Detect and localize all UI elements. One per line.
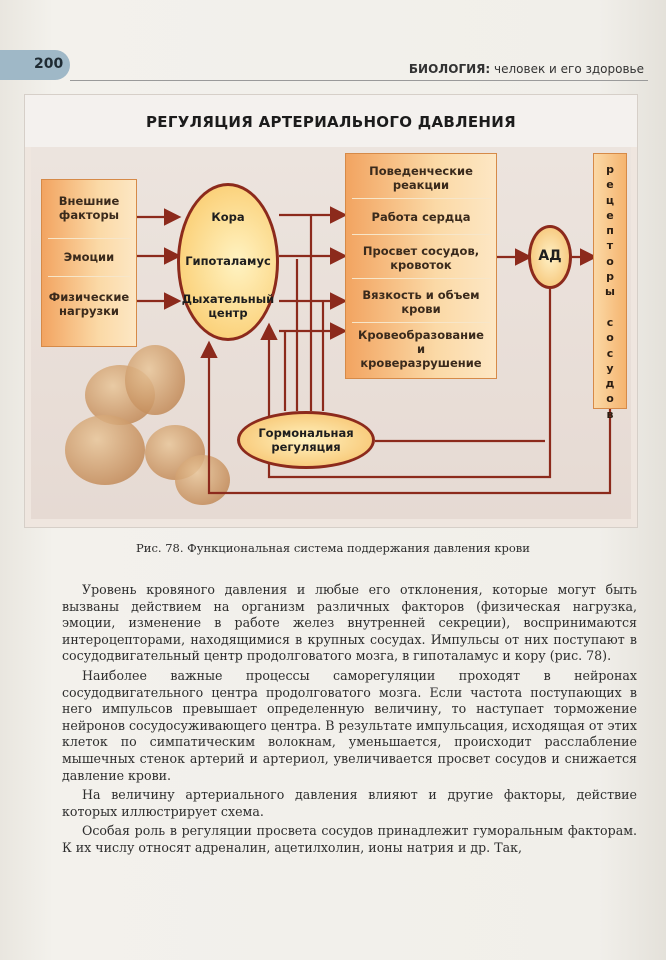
separator [352,198,490,199]
hormonal-regulation-ellipse: Гормональная регуляция [237,411,375,469]
page-number: 200 [34,56,64,72]
brain-centers-ellipse: Кора Гипоталамус Дыхательный центр [177,183,279,341]
separator [48,238,130,239]
effects-block: Поведенческие реакции Работа сердца Прос… [345,153,497,379]
paragraph: Особая роль в регуляции просвета сосудов… [62,823,637,855]
figure-title-bar: РЕГУЛЯЦИЯ АРТЕРИАЛЬНОГО ДАВЛЕНИЯ [25,95,637,147]
figure-caption: Рис. 78. Функциональная система поддержа… [136,541,530,555]
paragraph: На величину артериального давления влияю… [62,787,637,819]
paragraph: Уровень кровяного давления и любые его о… [62,582,637,664]
separator [48,276,130,277]
page-number-tab [0,50,70,80]
running-head: БИОЛОГИЯ: человек и его здоровье [409,62,644,76]
photo-illustration [125,345,185,415]
separator [352,322,490,323]
brain-respiratory-center: Дыхательный центр [181,292,275,320]
body-text: Уровень кровяного давления и любые его о… [62,582,637,860]
blood-pressure-ellipse: АД [528,225,572,289]
factors-block: Внешние факторы Эмоции Физические нагруз… [41,179,137,347]
photo-illustration [175,455,230,505]
figure-title: РЕГУЛЯЦИЯ АРТЕРИАЛЬНОГО ДАВЛЕНИЯ [146,113,516,131]
hormonal-regulation-label: Гормональная регуляция [258,426,354,454]
factor-emotions: Эмоции [63,250,115,264]
effect-behavior: Поведенческие реакции [369,164,473,192]
effect-blood-viscosity: Вязкость и объем крови [362,288,480,316]
vessel-receptors-label: р е ц е п т о р ы с о с у д о в [605,163,615,421]
factor-external: Внешние факторы [58,194,120,222]
paragraph: Наиболее важные процессы саморегуляции п… [62,667,637,783]
effect-hematopoiesis: Кровеобразование и кроверазрушение [358,328,484,370]
book-subtitle: человек и его здоровье [494,62,644,76]
separator [352,234,490,235]
separator [352,278,490,279]
vessel-receptors-block: р е ц е п т о р ы с о с у д о в [593,153,627,421]
effect-heart-work: Работа сердца [371,210,471,224]
effect-vessel-lumen: Просвет сосудов, кровоток [362,244,480,272]
photo-illustration [65,415,145,485]
brain-hypothalamus: Гипоталамус [185,254,271,268]
header-rule [70,80,648,81]
factor-physical-load: Физические нагрузки [48,290,130,318]
book-title: БИОЛОГИЯ: [408,62,491,76]
figure-78: РЕГУЛЯЦИЯ АРТЕРИАЛЬНОГО ДАВЛЕНИЯ [25,95,637,527]
brain-cortex: Кора [211,210,245,224]
blood-pressure-label: АД [538,248,562,264]
